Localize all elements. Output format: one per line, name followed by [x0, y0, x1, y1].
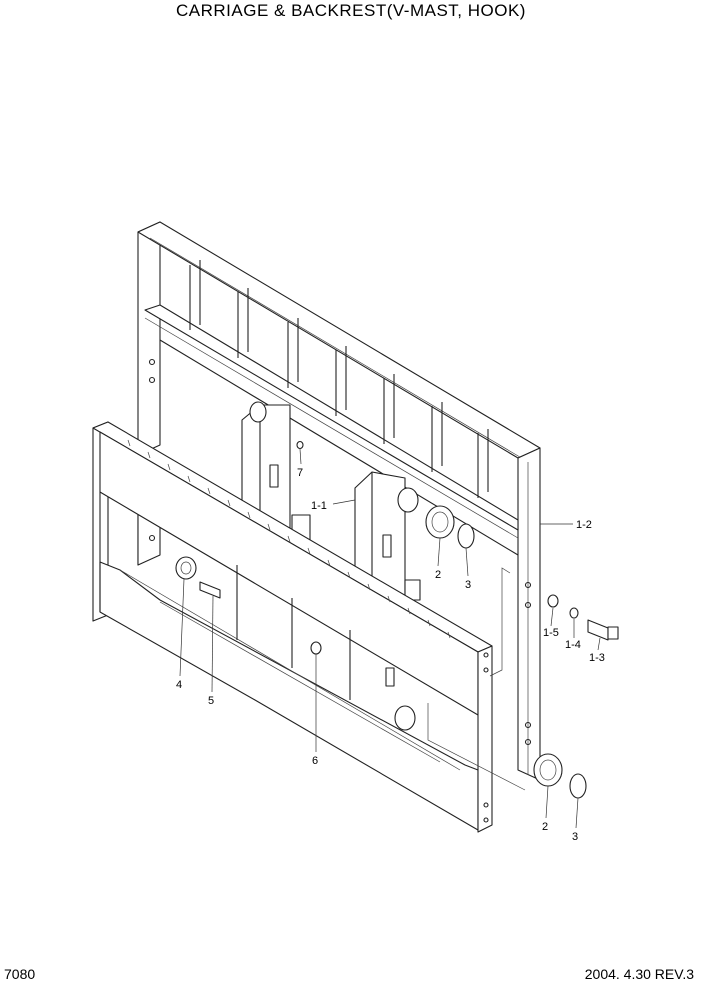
backrest-frame [137, 221, 541, 781]
hardware-parts [175, 401, 619, 799]
callout-4: 4 [176, 679, 182, 691]
callout-1-2: 1-2 [576, 519, 592, 531]
callout-1-3: 1-3 [589, 652, 605, 664]
callout-6: 6 [312, 755, 318, 767]
callout-1-1: 1-1 [311, 500, 327, 512]
revision-date: 2004. 4.30 REV.3 [584, 966, 694, 982]
callout-5: 5 [208, 695, 214, 707]
callout-3-upper: 3 [465, 579, 471, 591]
callout-2-lower: 2 [542, 821, 548, 833]
callout-7: 7 [297, 467, 303, 479]
callout-1-5: 1-5 [543, 627, 559, 639]
page-title: CARRIAGE & BACKREST(V-MAST, HOOK) [176, 1, 526, 20]
callout-3-lower: 3 [572, 831, 578, 843]
leader-lines [179, 448, 601, 829]
callout-1-4: 1-4 [565, 639, 581, 651]
page-number: 7080 [4, 966, 36, 982]
callouts: 1-1 1-2 1-3 1-4 1-5 2 2 3 3 4 5 6 7 [176, 467, 605, 843]
carriage-frame [92, 421, 493, 833]
callout-2-upper: 2 [435, 569, 441, 581]
